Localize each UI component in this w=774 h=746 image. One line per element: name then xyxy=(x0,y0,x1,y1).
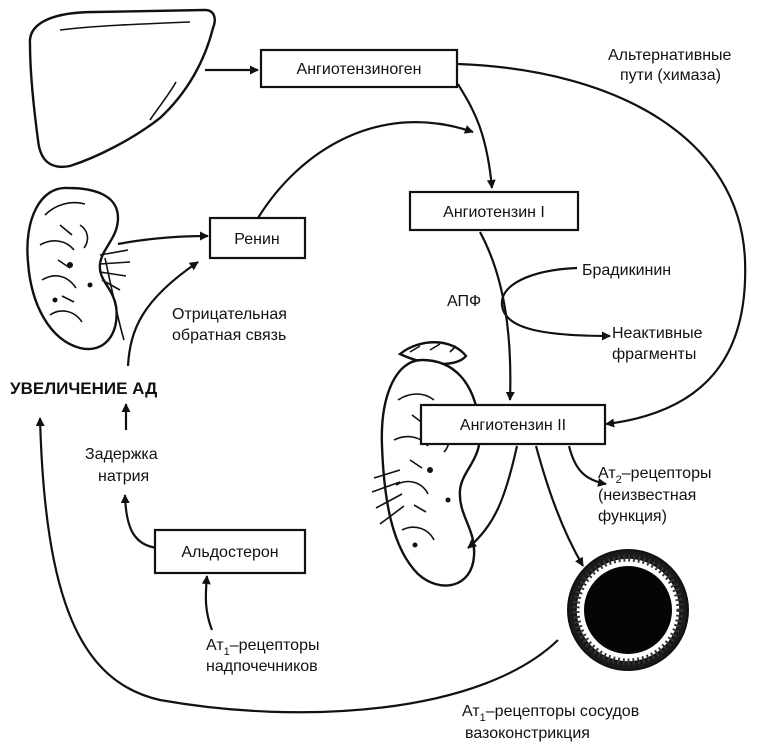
at1-vessel-line2: вазоконстрикция xyxy=(465,725,590,742)
kidney-adrenal-icon xyxy=(372,342,480,585)
bp-increase-label: УВЕЛИЧЕНИЕ АД xyxy=(10,379,157,398)
angiotensinogen-box: Ангиотензиноген xyxy=(261,50,457,87)
at1-adrenal-line1: Ат1–рецепторы xyxy=(206,637,319,658)
alt-paths-label-line2: пути (химаза) xyxy=(620,67,721,84)
alt-paths-label-line1: Альтернативные xyxy=(608,47,732,64)
angiotensin2-label: Ангиотензин II xyxy=(460,417,566,434)
angiotensin1-box: Ангиотензин I xyxy=(410,192,578,230)
at1-adrenal-line2: надпочечников xyxy=(206,658,318,675)
angiotensinogen-label: Ангиотензиноген xyxy=(297,61,422,78)
bradykinin-label: Брадикинин xyxy=(582,262,671,279)
at2-receptors-line1: Ат2–рецепторы xyxy=(598,465,711,486)
angiotensin2-box: Ангиотензин II xyxy=(421,405,605,444)
arrow-kidney-to-renin xyxy=(118,236,208,244)
at2-receptors-line2: (неизвестная xyxy=(598,487,696,504)
kidney-icon xyxy=(27,188,130,349)
aldosterone-label: Альдостерон xyxy=(181,544,278,561)
ace-label: АПФ xyxy=(447,293,481,310)
at2-receptors-line3: функция) xyxy=(598,508,667,525)
renin-box: Ренин xyxy=(210,218,305,258)
negative-feedback-line1: Отрицательная xyxy=(172,306,287,323)
arrow-at1-adrenal-to-aldosterone xyxy=(206,576,212,630)
inactive-fragments-line1: Неактивные xyxy=(612,325,703,342)
angiotensin1-label: Ангиотензин I xyxy=(443,204,545,221)
renin-label: Ренин xyxy=(234,231,279,248)
arrow-angiotensin2-to-kidney xyxy=(468,446,517,548)
negative-feedback-line2: обратная связь xyxy=(172,327,286,344)
aldosterone-box: Альдостерон xyxy=(155,530,305,573)
inactive-fragments-line2: фрагменты xyxy=(612,346,696,363)
blood-vessel-icon xyxy=(568,550,688,670)
arrow-angiotensinogen-to-angiotensin1 xyxy=(458,84,492,188)
arrow-aldosterone-to-sodium xyxy=(125,495,157,548)
at1-vessel-line1: Ат1–рецепторы сосудов xyxy=(462,703,639,724)
arrow-alternative-paths xyxy=(458,64,745,424)
liver-icon xyxy=(30,10,215,167)
sodium-retention-line1: Задержка xyxy=(85,446,158,463)
sodium-retention-line2: натрия xyxy=(98,468,149,485)
